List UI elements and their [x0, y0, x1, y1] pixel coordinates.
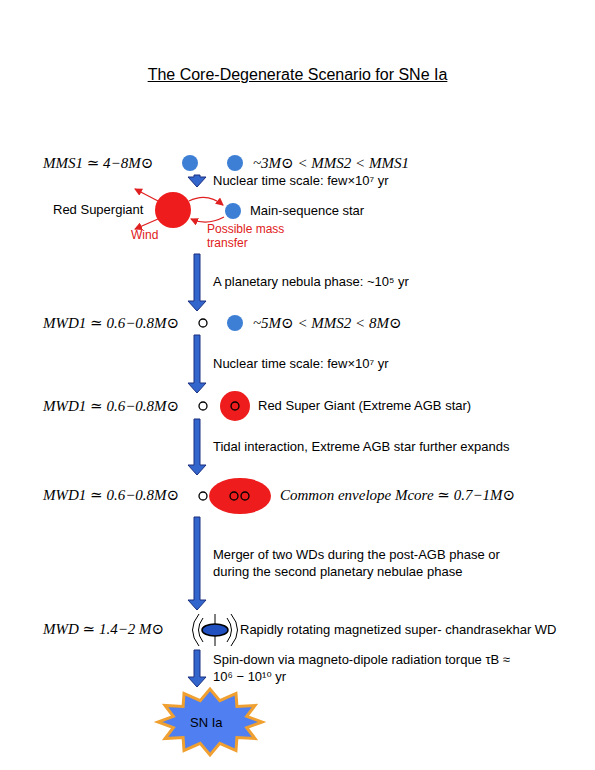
white-dwarf	[199, 402, 207, 410]
flow-arrow	[188, 175, 206, 187]
annotation-text: Possible mass transfer	[207, 222, 287, 251]
stage-text: MWD1 ≃ 0.6−0.8M⊙	[43, 486, 179, 504]
edge-label: Merger of two WDs during the post-AGB ph…	[211, 547, 535, 581]
core	[230, 492, 238, 500]
wind-arrow	[135, 219, 158, 229]
star	[227, 315, 243, 331]
stage-text: Red Super Giant (Extreme AGB star)	[258, 398, 471, 414]
common-envelope	[209, 478, 271, 514]
stage-row: MWD ≃ 1.4−2 M⊙ Rapidly rotating magnetize…	[30, 611, 565, 649]
stage-text: MWD1 ≃ 0.6−0.8M⊙	[43, 314, 179, 332]
stage-text: Common envelope Mcore ≃ 0.7−1M⊙	[280, 486, 515, 504]
edge-label: A planetary nebula phase: ~10⁵ yr	[211, 274, 535, 291]
supernova-burst	[158, 689, 262, 755]
stage-text: ~5M⊙ < MMS2 < 8M⊙	[253, 314, 401, 332]
stage-text: ~3M⊙ < MMS2 < MMS1	[253, 154, 409, 172]
stage-row: MMS1 ≃ 4−8M⊙ ~3M⊙ < MMS2 < MMS1	[30, 152, 565, 174]
annotation-text: Wind	[131, 228, 158, 242]
stage-text: MMS1 ≃ 4−8M⊙	[43, 154, 153, 172]
flow-arrow	[188, 335, 206, 393]
stage-row: Red Supergiant Main-sequence starWind Poss…	[30, 188, 565, 253]
stage-text: MWD1 ≃ 0.6−0.8M⊙	[43, 397, 179, 415]
stage-row: MWD1 ≃ 0.6−0.8M⊙ ~5M⊙ < MMS2 < 8M⊙	[30, 312, 565, 334]
stage-text: Rapidly rotating magnetized super- chand…	[240, 622, 557, 638]
red-supergiant	[155, 192, 191, 228]
stage-row: SN Ia	[30, 688, 565, 758]
flow-arrow	[188, 254, 206, 311]
edge-label: Nuclear time scale: few×10⁷ yr	[211, 356, 535, 373]
star	[182, 155, 198, 171]
edge-label: Tidal interaction, Extreme AGB star furt…	[211, 439, 535, 456]
edge-label: Nuclear time scale: few×10⁷ yr	[211, 173, 535, 190]
core	[231, 402, 239, 410]
red-giant	[220, 391, 250, 421]
white-dwarf	[199, 319, 207, 327]
stage-text: Red Supergiant	[53, 202, 143, 218]
stage-text: Main-sequence star	[250, 203, 364, 219]
transfer-arrow	[191, 217, 224, 222]
flow-arrow	[188, 650, 206, 687]
stage-text: MWD ≃ 1.4−2 M⊙	[43, 620, 164, 638]
diagram-title: The Core-Degenerate Scenario for SNe Ia	[0, 66, 595, 84]
rotating-wd	[193, 614, 238, 646]
flow-arrow	[188, 517, 206, 610]
flow-arrow	[188, 419, 206, 475]
stage-row: MWD1 ≃ 0.6−0.8M⊙ Common envelope Mcore ≃ …	[30, 476, 565, 516]
edge-label: Spin-down via magneto-dipole radiation t…	[211, 652, 535, 686]
stage-text: SN Ia	[190, 715, 223, 731]
white-dwarf	[199, 492, 207, 500]
transfer-arrow	[189, 197, 223, 205]
core	[241, 492, 249, 500]
star	[225, 203, 241, 219]
wind-arrow	[135, 189, 158, 201]
star	[227, 155, 243, 171]
stage-row: MWD1 ≃ 0.6−0.8M⊙ Red Super Giant (Extreme…	[30, 394, 565, 418]
